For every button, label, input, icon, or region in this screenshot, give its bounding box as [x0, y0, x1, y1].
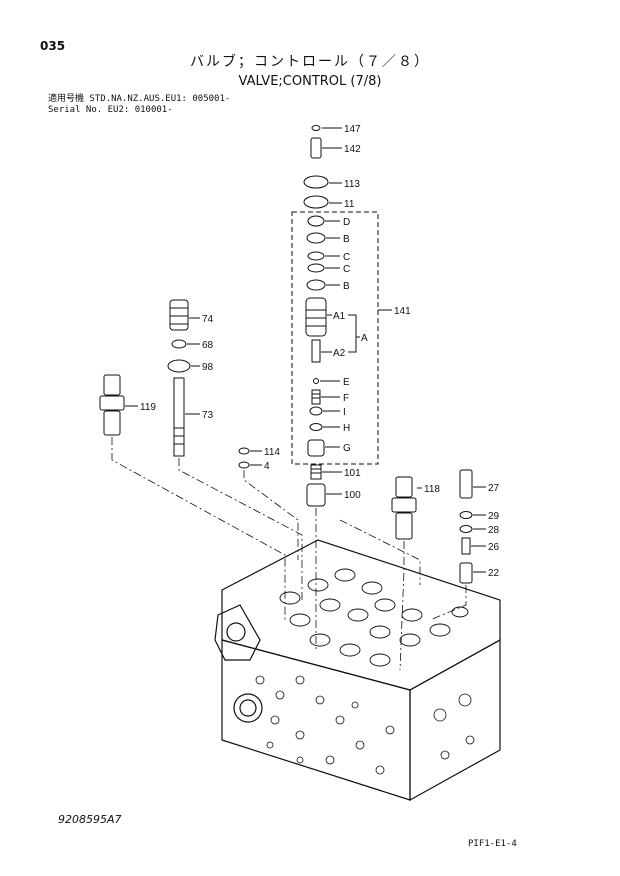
- part-114-shape: [238, 447, 250, 455]
- part-22-shape: [459, 562, 473, 584]
- callout-28: 28: [488, 525, 500, 536]
- callout-A1: A1: [333, 311, 346, 322]
- part-D-shape: [307, 215, 325, 227]
- part-I-shape: [309, 406, 323, 416]
- callout-C-top: C: [343, 252, 350, 263]
- part-101-shape: [310, 464, 322, 480]
- callout-119: 119: [140, 402, 156, 413]
- callout-142: 142: [344, 144, 361, 155]
- part-H-shape: [309, 423, 323, 431]
- part-29-shape: [459, 511, 473, 519]
- callout-68: 68: [202, 340, 214, 351]
- callout-141: 141: [394, 306, 411, 317]
- callout-147: 147: [344, 124, 361, 135]
- callout-A2: A2: [333, 348, 346, 359]
- part-74-shape: [169, 299, 189, 331]
- part-A1-shape: [305, 297, 327, 337]
- callout-101: 101: [344, 468, 361, 479]
- part-100-shape: [306, 483, 326, 507]
- title-english: VALVE;CONTROL (7/8): [238, 74, 382, 89]
- serial-line-1: 適用号機 STD.NA.NZ.AUS.EU1: 005001-: [48, 94, 231, 104]
- callout-11: 11: [344, 199, 355, 210]
- title-japanese: バルブ；コントロール（７／８）: [190, 54, 430, 70]
- callout-113: 113: [344, 179, 360, 190]
- valve-body: [214, 539, 501, 802]
- callout-A: A: [361, 333, 368, 344]
- callout-22: 22: [488, 568, 500, 579]
- part-119-shape: [103, 374, 121, 396]
- callout-labels: 147 142 113 11 D B C C B 141 A1 A A2 E F…: [140, 124, 500, 579]
- callout-26: 26: [488, 542, 500, 553]
- callout-B-top: B: [343, 234, 350, 245]
- part-68-shape: [171, 339, 187, 349]
- part-C-top-shape: [307, 251, 325, 261]
- page-number: 035: [40, 39, 66, 53]
- callout-E: E: [343, 377, 350, 388]
- part-147-shape: [311, 125, 321, 131]
- callout-74: 74: [202, 314, 214, 325]
- callout-73: 73: [202, 410, 214, 421]
- callout-H: H: [343, 423, 350, 434]
- callout-D: D: [343, 217, 350, 228]
- part-C-bottom-shape: [307, 263, 325, 273]
- callout-G: G: [343, 443, 351, 454]
- callout-B-bottom: B: [343, 281, 350, 292]
- callout-98: 98: [202, 362, 214, 373]
- part-4-shape: [238, 461, 250, 469]
- callout-118: 118: [424, 484, 440, 495]
- part-142-shape: [310, 137, 322, 159]
- assembly-box-141: [291, 211, 379, 465]
- figure-code: PIF1-E1-4: [468, 839, 517, 849]
- part-11-shape: [303, 195, 329, 209]
- part-G-shape: [307, 439, 325, 457]
- part-26-shape: [461, 537, 471, 555]
- callout-C-bottom: C: [343, 264, 350, 275]
- part-B-bottom-shape: [306, 279, 326, 291]
- callout-29: 29: [488, 511, 500, 522]
- callout-27: 27: [488, 483, 500, 494]
- callout-I: I: [343, 407, 346, 418]
- serial-line-2: Serial No. EU2: 010001-: [48, 105, 173, 115]
- part-28-shape: [459, 525, 473, 533]
- document-id: 9208595A7: [58, 813, 122, 826]
- callout-F: F: [343, 393, 349, 404]
- part-73-shape: [173, 377, 185, 457]
- part-F-shape: [311, 389, 321, 405]
- part-E-shape: [313, 378, 319, 384]
- part-98-shape: [167, 359, 191, 373]
- part-113-shape: [303, 175, 329, 189]
- part-27-shape: [459, 469, 473, 499]
- callout-114: 114: [264, 447, 280, 458]
- callout-100: 100: [344, 490, 361, 501]
- part-118-shape: [395, 476, 413, 498]
- callout-4: 4: [264, 461, 270, 472]
- part-A2-shape: [311, 339, 321, 363]
- part-B-top-shape: [306, 232, 326, 244]
